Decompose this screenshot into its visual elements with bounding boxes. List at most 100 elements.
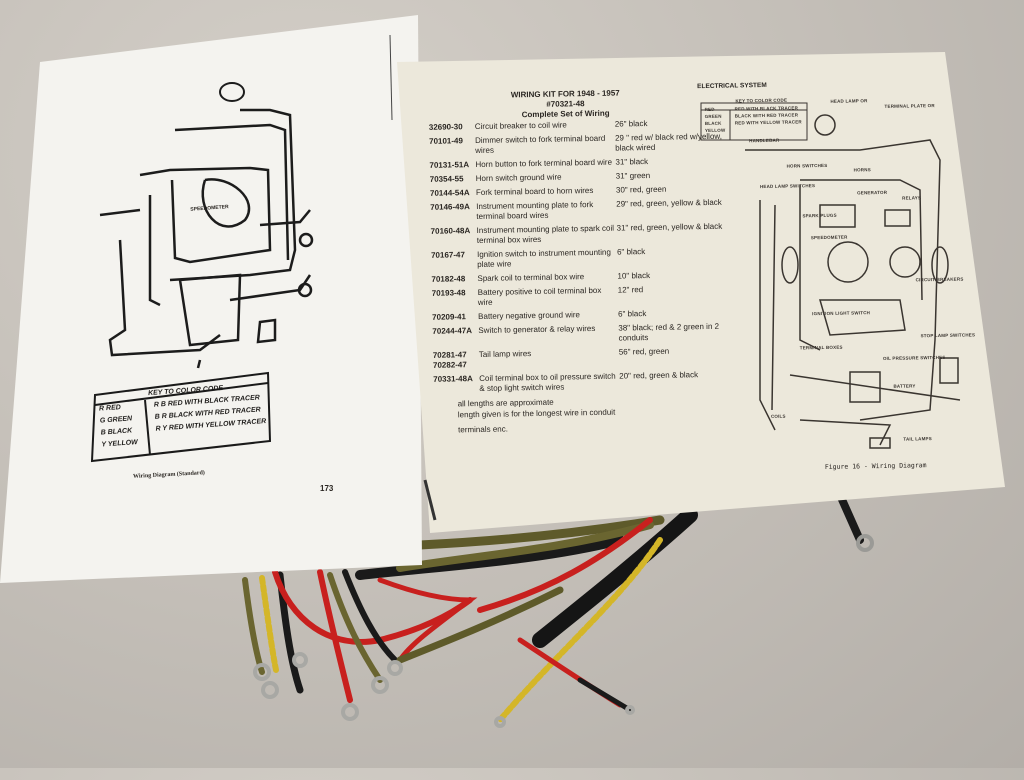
kit-item-spec: 56" red, green (618, 346, 670, 357)
label-coils: COILS (770, 413, 786, 419)
kit-item-part: 70281-47 70282-47 (432, 350, 467, 370)
label-oil-pressure-switches: OIL PRESSURE SWITCHES (882, 354, 946, 361)
label-head-lamp: HEAD LAMP OR (830, 98, 868, 104)
kit-item-row: 70193-48 Battery positive to coil termina… (432, 284, 697, 309)
kit-item-part: 70146-49A (430, 202, 470, 212)
wire-conduit-black (532, 507, 698, 648)
kit-item-spec: 31" red, green, yellow & black (616, 221, 723, 233)
label-terminal-plate: TERMINAL PLATE OR (884, 103, 935, 109)
left-page-number: 173 (320, 484, 334, 493)
diagram-key-yellow: YELLOW (704, 127, 726, 134)
label-tail-lamps: TAIL LAMPS (903, 436, 932, 442)
label-horn-switches: HORN SWITCHES (786, 162, 828, 169)
kit-note-terminals: terminals enc. (458, 424, 508, 435)
kit-item-spec: 12" red (617, 285, 644, 295)
label-terminal-boxes: TERMINAL BOXES (799, 344, 843, 351)
kit-item-row: 70354-55 Horn switch ground wire 31" green (430, 170, 695, 185)
wire-green (396, 521, 654, 572)
kit-item-description: Fork terminal board to horn wires (475, 185, 594, 198)
label-spark-plugs: SPARK PLUGS (802, 212, 837, 219)
kit-item-row: 70101-49 Dimmer switch to fork terminal b… (428, 132, 722, 157)
kit-item-spec: 6" black (618, 309, 647, 319)
terminal-ring (856, 534, 874, 552)
diagram-color-key-box (700, 102, 808, 141)
wire-black (342, 569, 398, 663)
kit-item-part: 70354-55 (429, 174, 464, 184)
wire-red (377, 577, 478, 663)
kit-item-description: Horn switch ground wire (475, 172, 562, 184)
label-ignition-switch: IGNITION LIGHT SWITCH (812, 310, 871, 317)
diagram-key-black: BLACK (704, 120, 722, 127)
kit-item-description: Spark coil to terminal box wire (477, 272, 585, 284)
wire-yellow-tracer (497, 537, 663, 723)
diagram-title: ELECTRICAL SYSTEM (697, 81, 767, 91)
kit-item-part: 70209-41 (432, 312, 467, 322)
terminal-rings (253, 652, 635, 728)
label-stop-lamp-switches: STOP LAMP SWITCHES (920, 332, 976, 339)
label-circuit-breakers: CIRCUIT BREAKERS (915, 276, 964, 283)
kit-item-part: 32690-30 (428, 122, 463, 132)
wire-black (836, 491, 864, 544)
diagram-key-title: KEY TO COLOR CODE (735, 97, 788, 104)
kit-item-part: 70193-48 (431, 288, 466, 298)
kit-item-spec: 38" black; red & 2 green in 2 conduits (618, 321, 720, 343)
kit-item-spec: 30" red, green (615, 184, 667, 195)
wire-yellow-tracer (259, 575, 279, 673)
kit-item-description: Dimmer switch to fork terminal board wir… (474, 133, 606, 156)
label-generator: GENERATOR (856, 189, 888, 196)
diagram-key-black-red: BLACK WITH RED TRACER (734, 112, 799, 119)
label-relays: RELAYS (902, 195, 922, 201)
label-battery: BATTERY (893, 383, 916, 389)
label-handlebar: HANDLEBAR (749, 137, 780, 144)
kit-item-description: Horn button to fork terminal board wire (475, 157, 613, 170)
kit-item-description: Instrument mounting plate to spark coil … (476, 223, 615, 246)
kit-item-spec: 29" red, green, yellow & black (616, 197, 722, 209)
wire-red (317, 569, 353, 703)
wire-black (577, 677, 633, 713)
wire-red (272, 569, 473, 645)
diagram-caption: Figure 16 - Wiring Diagram (824, 461, 927, 471)
diagram-key-red: RED (704, 106, 715, 113)
kit-item-part: 70160-48A (430, 226, 471, 236)
kit-item-part: 70331-48A (433, 374, 473, 384)
kit-item-spec: 29 " red w/ black red w/yellow, black wi… (614, 131, 722, 153)
wire-green (396, 586, 564, 664)
kit-item-part: 70167-47 (430, 250, 465, 260)
wire-green (415, 515, 665, 550)
kit-item-description: Circuit breaker to coil wire (474, 120, 567, 132)
diagram-key-green: GREEN (704, 113, 722, 120)
kit-item-row: 70131-51A Horn button to fork terminal bo… (429, 156, 694, 171)
kit-item-description: Ignition switch to instrument mounting p… (476, 247, 611, 270)
kit-item-row: 70209-41 Battery negative ground wire 6" b… (432, 308, 697, 323)
kit-item-description: Tail lamp wires (478, 349, 532, 360)
kit-item-part: 70131-51A (429, 160, 470, 170)
kit-item-spec: 31" black (615, 157, 649, 167)
kit-item-description: Battery positive to coil terminal box wi… (477, 285, 602, 308)
kit-item-spec: 31" green (615, 170, 651, 181)
diagram-key-red-black: RED WITH BLACK TRACER (734, 105, 799, 112)
electrical-diagram-drawing (745, 114, 961, 449)
kit-item-spec: 20" red, green & black (619, 370, 699, 381)
kit-item-spec: 6" black (616, 247, 646, 257)
kit-item-part: 70101-49 (428, 136, 463, 146)
label-speedometer: SPEEDOMETER (810, 234, 848, 241)
kit-item-row: 70160-48A Instrument mounting plate to sp… (430, 222, 723, 247)
left-color-key-box (90, 371, 272, 463)
wiring-harness (242, 491, 874, 728)
kit-item-description: Battery negative ground wire (478, 310, 581, 322)
kit-page (397, 52, 1005, 533)
wire-black (355, 535, 625, 580)
diagram-key-red-yellow: RED WITH YELLOW TRACER (734, 119, 802, 126)
wire-red (477, 517, 653, 613)
wire-green (327, 572, 383, 683)
kit-item-row: 70144-54A Fork terminal board to horn wir… (430, 184, 695, 199)
kit-item-part: 70144-54A (429, 188, 470, 198)
